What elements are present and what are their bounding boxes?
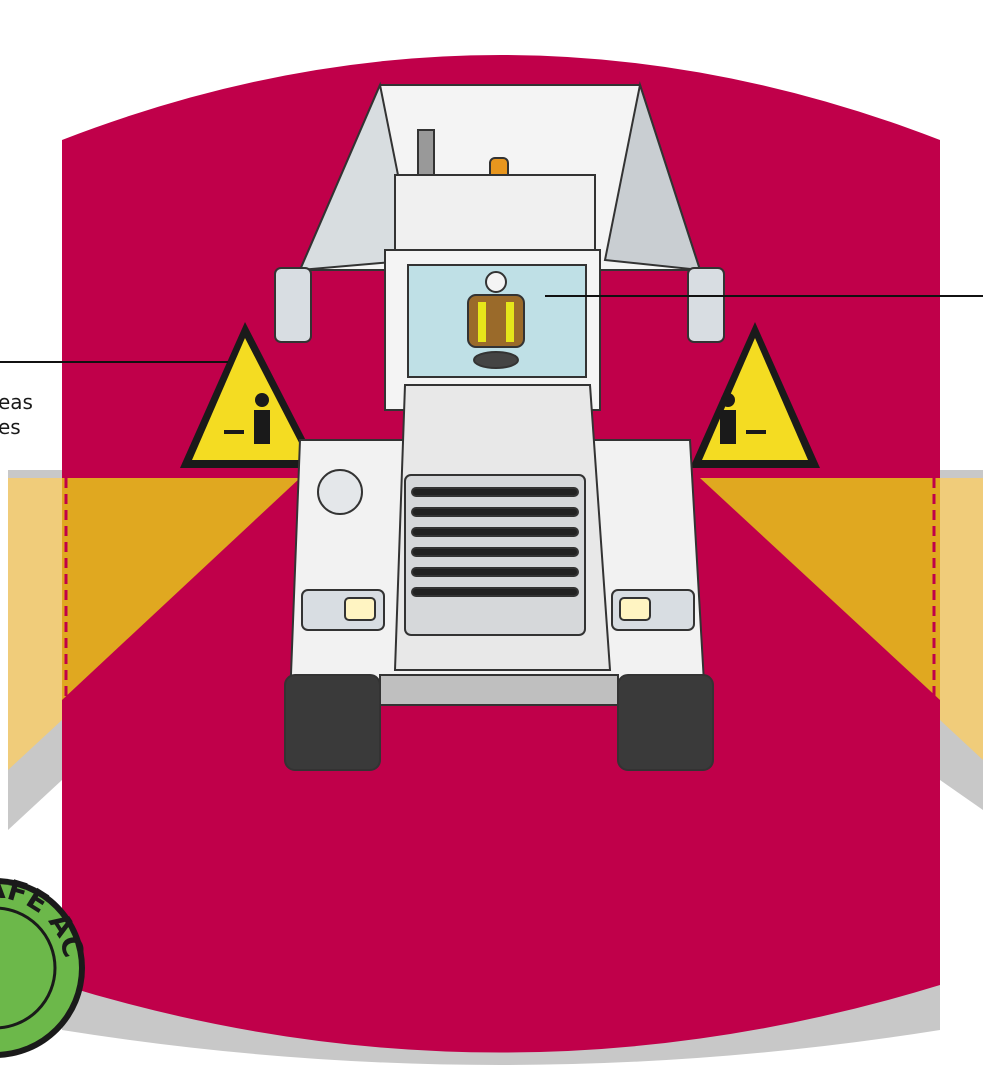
side-caution-zones <box>8 478 983 770</box>
left-callout-line1: eas <box>0 390 33 414</box>
crush-hazard-sign-icon-right <box>690 322 820 468</box>
left-callout-line2: es <box>0 415 21 439</box>
crush-hazard-sign-icon <box>180 322 320 468</box>
dump-truck-illustration <box>274 81 725 771</box>
left-callout-label: eas es <box>0 390 33 440</box>
blind-spot-wedges <box>62 478 940 700</box>
